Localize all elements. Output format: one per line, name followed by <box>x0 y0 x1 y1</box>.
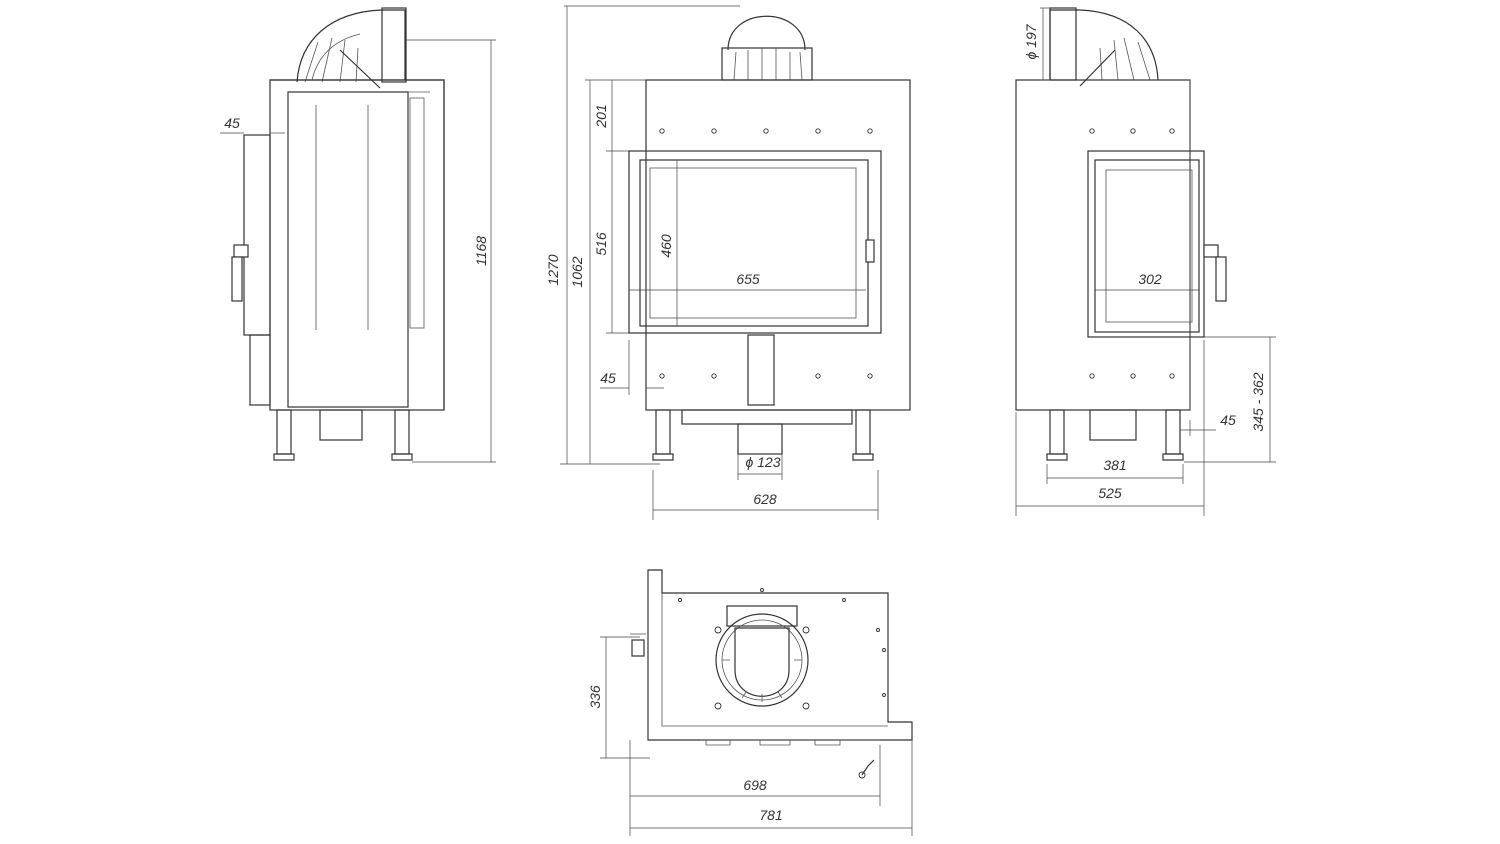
dim-right-45: 45 <box>1220 412 1236 428</box>
dim-right-302: 302 <box>1138 271 1162 287</box>
dim-right-345-362: 345 - 362 <box>1250 372 1266 431</box>
front-view: 1270 1062 201 516 460 655 45 ϕ 123 628 <box>545 5 911 520</box>
dim-side-1168: 1168 <box>473 236 489 266</box>
dim-front-460: 460 <box>658 234 674 258</box>
dim-side-45: 45 <box>224 115 240 131</box>
dim-front-phi123: ϕ 123 <box>745 454 780 470</box>
top-view: 336 698 781 <box>587 569 913 836</box>
side-view-left: 45 1168 <box>220 7 496 463</box>
dim-right-525: 525 <box>1098 485 1122 501</box>
side-view-right: ϕ 197 302 345 - 362 45 381 525 <box>1015 7 1276 516</box>
dim-front-1062: 1062 <box>569 256 585 287</box>
dim-front-655: 655 <box>736 271 760 287</box>
dim-front-516: 516 <box>593 232 609 256</box>
dim-front-201: 201 <box>593 104 609 128</box>
dim-right-phi197: ϕ 197 <box>1023 23 1039 59</box>
dim-front-45: 45 <box>600 370 616 386</box>
front-bolts-top <box>659 128 873 379</box>
dim-top-698: 698 <box>743 777 767 793</box>
dim-front-628: 628 <box>753 491 777 507</box>
dim-top-336: 336 <box>587 685 603 709</box>
dim-front-1270: 1270 <box>545 254 561 285</box>
dim-right-381: 381 <box>1103 457 1126 473</box>
dim-top-781: 781 <box>759 807 782 823</box>
